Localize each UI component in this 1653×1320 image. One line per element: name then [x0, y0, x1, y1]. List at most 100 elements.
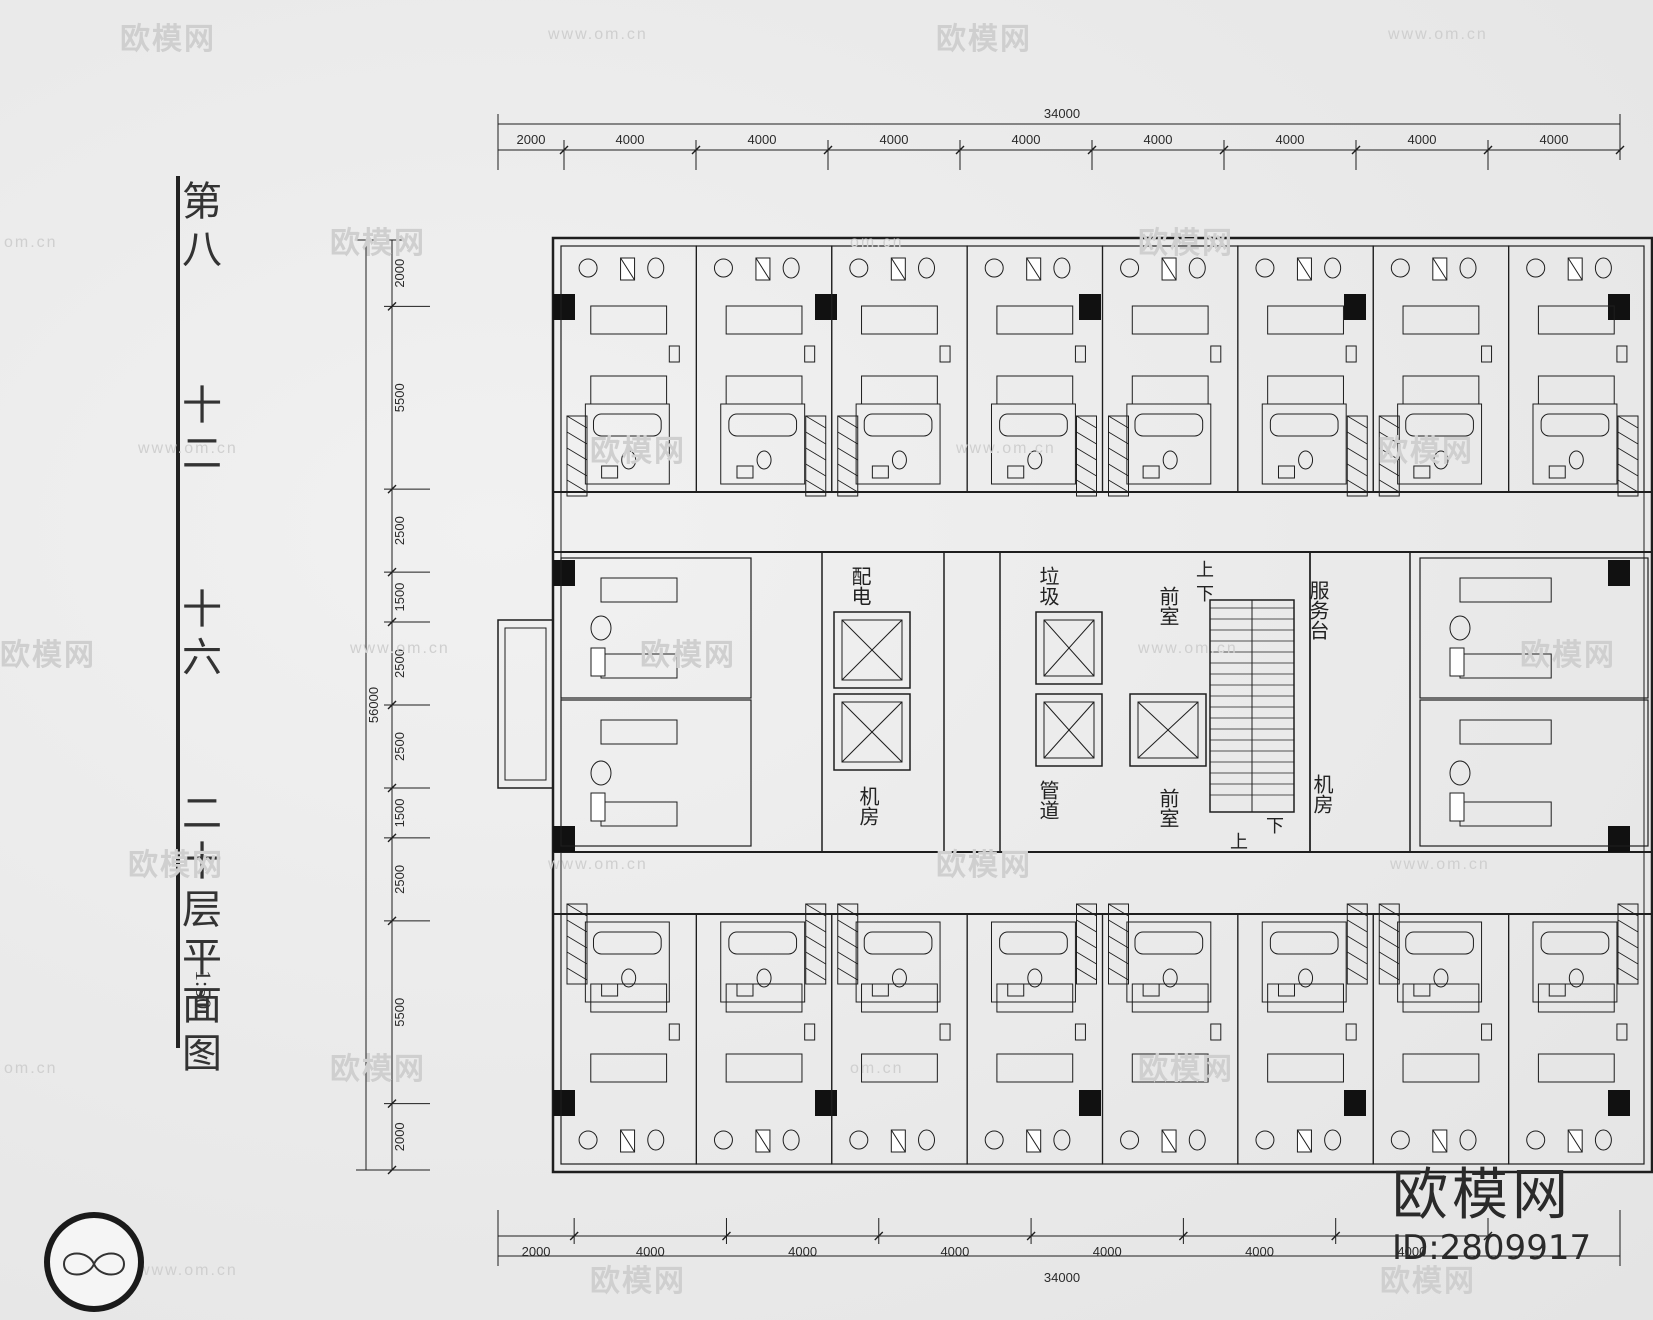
toilet — [1568, 450, 1584, 470]
drawing-title: 第八 十二 十六 二十层平面图 — [175, 180, 221, 1080]
bathtub — [999, 413, 1068, 437]
chair-hatch — [1432, 1129, 1448, 1153]
elevator-car — [841, 619, 903, 681]
structural-column — [815, 1090, 837, 1116]
wardrobe-hatch — [1076, 431, 1097, 445]
wardrobe-hatch — [1076, 447, 1097, 461]
nightstand — [1074, 345, 1086, 363]
bathtub — [999, 931, 1068, 955]
chair-hatch — [890, 257, 906, 281]
watermark-url: om.cn — [4, 1060, 58, 1077]
bed — [1131, 983, 1209, 1013]
room-outline — [1237, 245, 1374, 493]
watermark-brand: 欧模网 — [936, 849, 1032, 882]
wardrobe-hatch — [805, 903, 826, 917]
chair-hatch — [620, 1129, 635, 1153]
toilet — [1433, 450, 1449, 470]
armchair — [647, 1129, 665, 1151]
top-total-label: 34000 — [1044, 106, 1080, 121]
bed — [600, 719, 678, 745]
room-outline — [831, 913, 968, 1165]
wardrobe-hatch — [1108, 415, 1129, 429]
wardrobe — [566, 903, 588, 985]
label-service: 服务台 — [1306, 580, 1330, 640]
wardrobe-hatch — [1617, 447, 1639, 461]
elevator-cross — [1137, 701, 1199, 759]
top-dim-label: 4000 — [1276, 132, 1305, 147]
elevator — [1035, 693, 1103, 767]
left-dim-label: 1500 — [392, 583, 407, 612]
basin — [1142, 983, 1160, 997]
left-dim-label: 2000 — [392, 259, 407, 288]
chair-hatch — [1297, 1129, 1312, 1153]
toilet — [1433, 968, 1449, 988]
plant — [984, 258, 1004, 278]
watermark-brand: 欧模网 — [590, 435, 686, 468]
suite-right-upper — [1419, 557, 1649, 699]
top-dim-label: 4000 — [1540, 132, 1569, 147]
watermark-url: www.om.cn — [956, 440, 1056, 457]
armchair — [647, 257, 665, 279]
bottom-slash — [1178, 1231, 1188, 1241]
wardrobe-hatch — [1347, 951, 1368, 965]
bathtub — [728, 413, 798, 437]
bed — [1402, 1053, 1480, 1083]
armchair — [1594, 1129, 1612, 1151]
bathtub — [592, 931, 662, 955]
nightstand — [939, 345, 951, 363]
wardrobe — [1617, 415, 1639, 497]
bathroom — [1126, 403, 1212, 485]
nightstand — [1074, 1023, 1086, 1041]
wardrobe-hatch — [1379, 415, 1400, 429]
balcony-inner — [504, 627, 547, 781]
wardrobe-hatch — [1076, 903, 1097, 917]
bed — [1131, 375, 1209, 405]
wardrobe-hatch — [1108, 431, 1129, 445]
toilet — [621, 450, 637, 470]
wardrobe-hatch — [566, 415, 588, 429]
armchair — [782, 1129, 800, 1151]
structural-column — [1344, 1090, 1366, 1116]
wardrobe-hatch — [837, 447, 858, 461]
watermark-url: www.om.cn — [1138, 640, 1238, 657]
bed — [996, 1053, 1074, 1083]
wardrobe — [566, 415, 588, 497]
wardrobe-hatch — [837, 919, 858, 933]
wardrobe-hatch — [1379, 463, 1400, 477]
wardrobe-hatch — [1617, 935, 1639, 949]
elevator-car — [1043, 701, 1095, 759]
top-dim-label: 2000 — [517, 132, 546, 147]
bathroom — [720, 921, 806, 1003]
wardrobe-hatch — [837, 951, 858, 965]
left-slash — [387, 833, 397, 843]
bottom-slash — [1026, 1231, 1036, 1241]
watermark-url: www.om.cn — [138, 1262, 238, 1279]
wardrobe-hatch — [1379, 919, 1400, 933]
bed — [996, 305, 1074, 335]
left-slash — [387, 567, 397, 577]
guest-room — [966, 245, 1104, 497]
guest-room — [1237, 903, 1374, 1165]
toilet — [1298, 450, 1314, 470]
plant — [1526, 258, 1546, 278]
structural-column — [1608, 560, 1630, 586]
plant — [849, 258, 869, 278]
wardrobe-hatch — [805, 951, 826, 965]
nightstand — [1616, 345, 1628, 363]
bed — [1459, 719, 1552, 745]
bed — [861, 1053, 938, 1083]
bottom-slash — [721, 1231, 731, 1241]
wardrobe-hatch — [1379, 935, 1400, 949]
watermark-brand: 欧模网 — [0, 639, 96, 672]
chair-hatch — [1161, 257, 1177, 281]
nightstand — [804, 345, 816, 363]
left-total-label: 56000 — [366, 687, 381, 723]
drawing-scale: 1:50 — [191, 970, 216, 1010]
wardrobe-hatch — [566, 479, 588, 493]
wardrobe — [1378, 903, 1400, 985]
room-outline — [1101, 245, 1239, 493]
guest-room — [695, 245, 833, 497]
bed — [1267, 375, 1344, 405]
elevator-car — [1043, 619, 1095, 677]
